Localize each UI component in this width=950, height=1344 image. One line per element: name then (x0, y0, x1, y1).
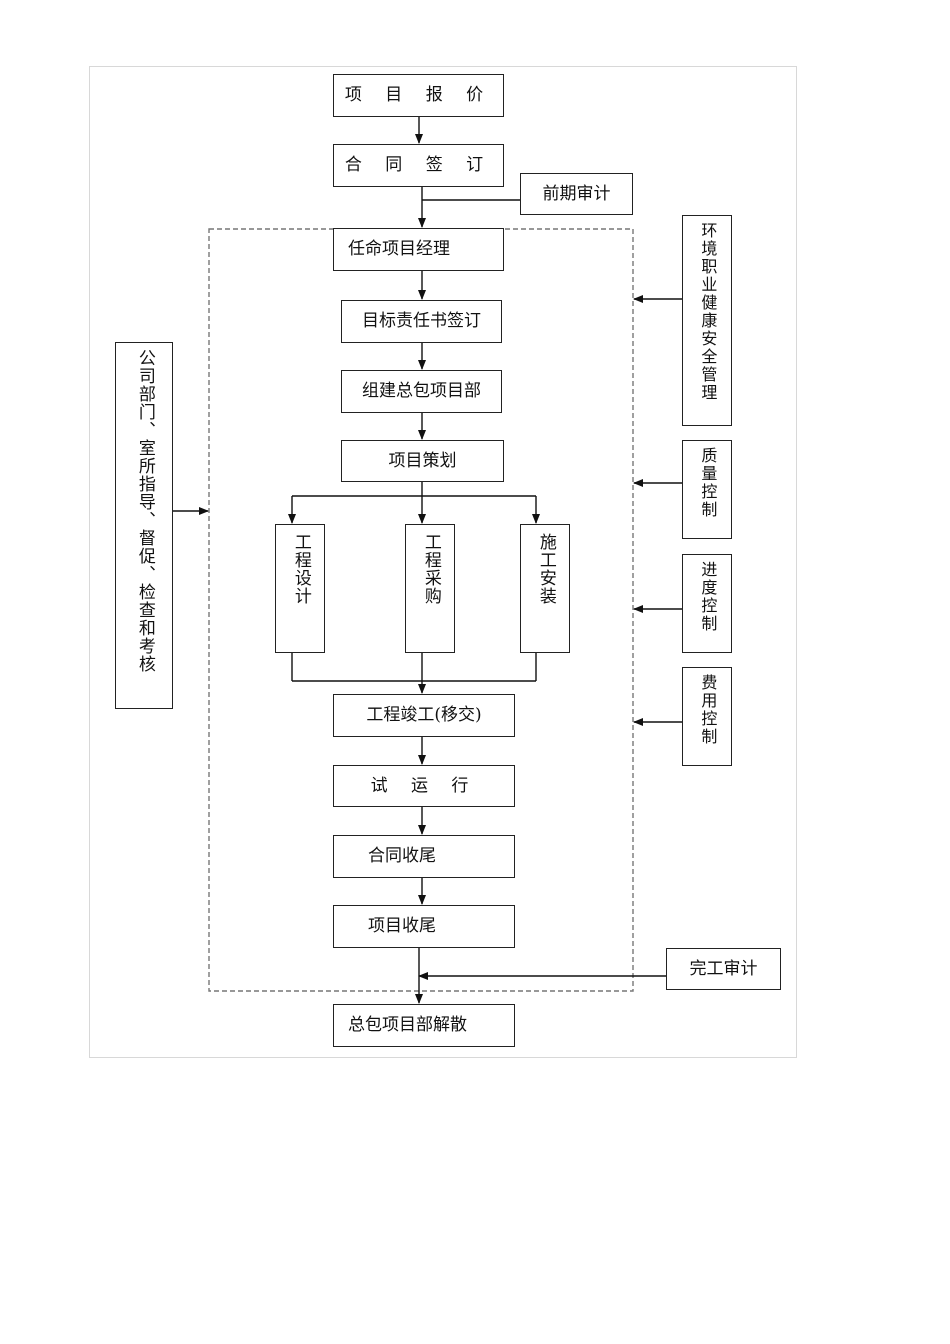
node-procurement: 工程采购 (405, 524, 455, 653)
node-hse-management-label: 环境职业健康安全管理 (698, 222, 718, 402)
node-pre-audit: 前期审计 (520, 173, 633, 215)
node-procurement-label: 工程采购 (420, 533, 441, 605)
node-dissolve-label: 总包项目部解散 (348, 1015, 467, 1035)
node-appoint-pm-label: 任命项目经理 (348, 239, 450, 259)
node-pre-audit-label: 前期审计 (542, 183, 611, 204)
node-construction-label: 施工安装 (535, 533, 556, 605)
node-contract-close: 合同收尾 (333, 835, 515, 878)
node-contract-close-label: 合同收尾 (368, 846, 436, 866)
node-design: 工程设计 (275, 524, 325, 653)
node-trial-run: 试 运 行 (333, 765, 515, 807)
node-target-agreement: 目标责任书签订 (341, 300, 502, 343)
node-appoint-pm: 任命项目经理 (333, 228, 504, 271)
node-quality-control-label: 质量控制 (698, 447, 718, 519)
node-schedule-control-label: 进度控制 (698, 561, 718, 633)
node-dissolve: 总包项目部解散 (333, 1004, 515, 1047)
node-project-close-label: 项目收尾 (368, 916, 436, 936)
node-cost-control-label: 费用控制 (698, 674, 718, 746)
node-target-agreement-label: 目标责任书签订 (362, 311, 481, 331)
node-form-dept: 组建总包项目部 (341, 370, 502, 413)
node-construction: 施工安装 (520, 524, 570, 653)
node-form-dept-label: 组建总包项目部 (362, 381, 481, 401)
diagram-frame (89, 66, 797, 1058)
node-company-guidance-label: 公司部门、室所指导、督促、检查和考核 (134, 349, 155, 673)
node-final-audit-label: 完工审计 (689, 958, 758, 979)
node-planning: 项目策划 (341, 440, 504, 482)
node-trial-run-label: 试 运 行 (370, 775, 478, 796)
node-completion-label: 工程竣工(移交) (366, 705, 482, 725)
node-cost-control: 费用控制 (682, 667, 732, 766)
node-quality-control: 质量控制 (682, 440, 732, 539)
node-planning-label: 项目策划 (388, 450, 457, 471)
node-sign-contract-label: 合 同 签 订 (344, 155, 493, 175)
node-schedule-control: 进度控制 (682, 554, 732, 653)
node-project-quote: 项 目 报 价 (333, 74, 504, 117)
node-company-guidance: 公司部门、室所指导、督促、检查和考核 (115, 342, 173, 709)
node-hse-management: 环境职业健康安全管理 (682, 215, 732, 426)
node-sign-contract: 合 同 签 订 (333, 144, 504, 187)
node-completion: 工程竣工(移交) (333, 694, 515, 737)
node-design-label: 工程设计 (290, 533, 311, 605)
node-project-close: 项目收尾 (333, 905, 515, 948)
node-project-quote-label: 项 目 报 价 (344, 85, 493, 105)
node-final-audit: 完工审计 (666, 948, 781, 990)
